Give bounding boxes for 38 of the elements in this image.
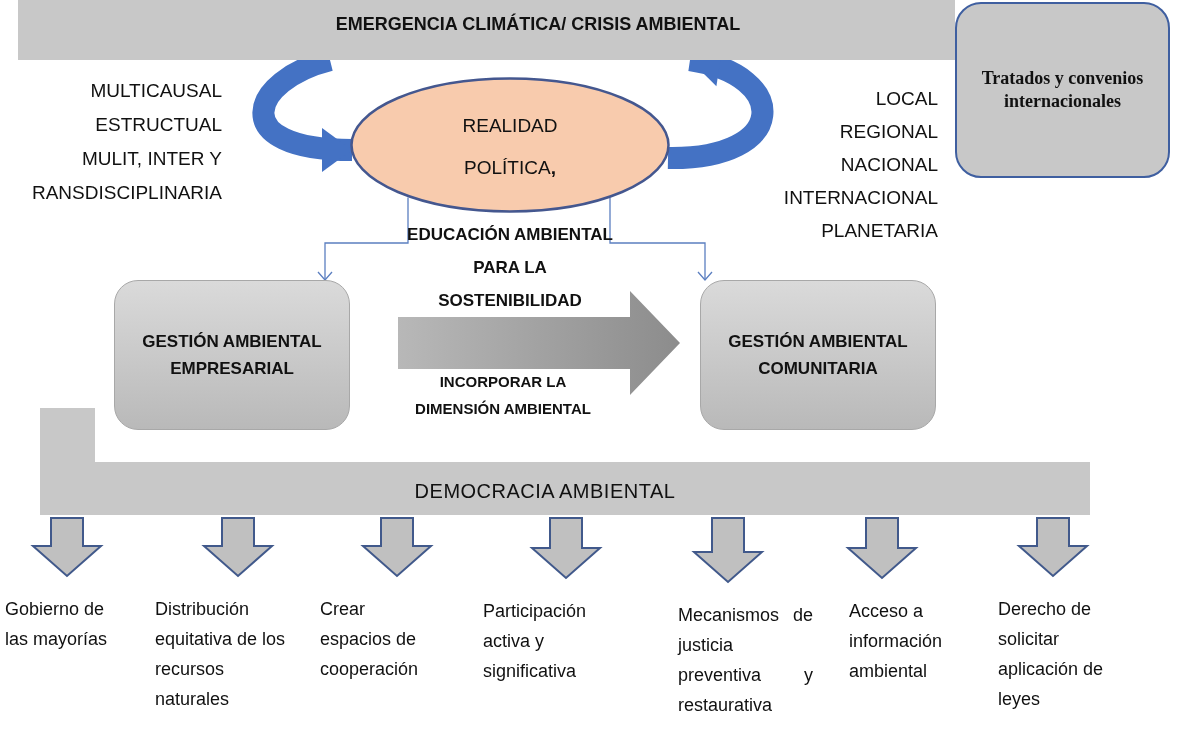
- block-arrow: [398, 291, 680, 395]
- outcome-text: Crear espacios de cooperación: [320, 598, 420, 681]
- outcome-text: Distribución equitativa de los recursos naturales: [155, 598, 287, 711]
- ellipse-label: REALIDAD POLÍTICA,: [461, 114, 559, 180]
- scope-label: MULIT, INTER Y: [80, 148, 222, 170]
- outcome-text: Participación activa y significativa: [483, 600, 588, 683]
- outcome-text: Derecho de solicitar aplicación de leyes: [998, 598, 1105, 711]
- block-arrow: [529, 517, 603, 580]
- annotation-text: INCORPORAR LA DIMENSIÓN AMBIENTAL: [414, 372, 592, 419]
- block-arrow: [360, 517, 434, 578]
- scope-label: INTERNACIONAL: [782, 187, 938, 209]
- block-arrow: [30, 517, 104, 578]
- scope-label: REGIONAL: [838, 121, 938, 143]
- block-arrow: [1016, 517, 1090, 578]
- box-label: GESTIÓN AMBIENTAL EMPRESARIAL: [142, 330, 322, 380]
- scope-label: ESTRUCTUAL: [94, 114, 222, 136]
- scope-label: NACIONAL: [839, 154, 938, 176]
- scope-label: MULTICAUSAL: [89, 80, 222, 102]
- connector-arrow: [317, 196, 409, 281]
- scope-label: RANSDISCIPLINARIA: [30, 182, 222, 204]
- rounded-box: [114, 280, 350, 430]
- box-label: GESTIÓN AMBIENTAL COMUNITARIA: [728, 330, 908, 380]
- rounded-box: [955, 2, 1170, 178]
- scope-label: LOCAL: [874, 88, 938, 110]
- block-arrow: [845, 517, 919, 580]
- outcome-text: Acceso a información ambiental: [849, 600, 944, 683]
- banner-title: EMERGENCIA CLIMÁTICA/ CRISIS AMBIENTAL: [334, 14, 742, 35]
- block-arrow: [691, 517, 765, 584]
- outcome-text: Gobierno de las mayorías: [5, 598, 109, 651]
- rounded-box: [700, 280, 936, 430]
- banner-title: DEMOCRACIA AMBIENTAL: [413, 480, 677, 503]
- block-arrow: [201, 517, 275, 578]
- connector-arrow: [609, 197, 713, 281]
- box-label: Tratados y convenios internacionales: [980, 66, 1145, 113]
- banner: [18, 0, 955, 60]
- annotation-text: EDUCACIÓN AMBIENTAL PARA LA SOSTENIBILIDAD: [406, 224, 614, 312]
- outcome-text: Mecanismos de justicia preventiva y restaurativa: [678, 604, 813, 717]
- scope-label: PLANETARIA: [820, 220, 938, 242]
